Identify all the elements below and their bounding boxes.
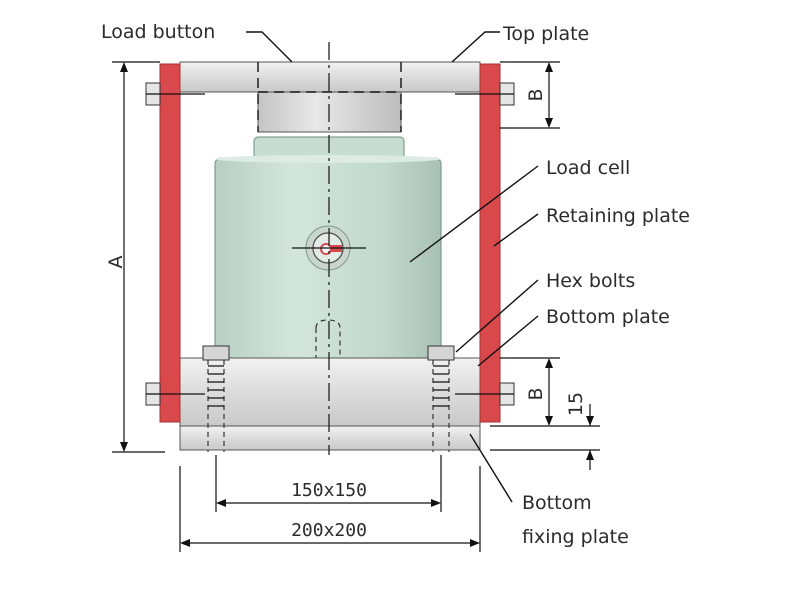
dimension-15 bbox=[490, 404, 600, 470]
side-bolt-top-left bbox=[145, 82, 205, 106]
bottom-fixing-plate bbox=[179, 425, 481, 451]
dimension-a-label: A bbox=[105, 256, 127, 269]
leader-hex-bolts bbox=[455, 279, 539, 353]
hex-bolt-right bbox=[427, 345, 455, 452]
hex-bolt-left bbox=[202, 345, 230, 452]
side-bolt-top-right bbox=[455, 82, 515, 106]
label-bottom-fixing-plate-line2: fixing plate bbox=[522, 526, 629, 548]
leader-retaining-plate bbox=[493, 213, 539, 247]
dimension-150x150 bbox=[215, 455, 442, 512]
side-bolt-bottom-left bbox=[145, 382, 205, 406]
dimension-200x200 bbox=[179, 466, 481, 552]
retaining-plate-left bbox=[159, 63, 181, 423]
bottom-plate bbox=[179, 357, 481, 427]
connector-icon bbox=[292, 225, 366, 271]
leader-top-plate bbox=[451, 31, 500, 63]
leader-bottom-plate bbox=[477, 315, 539, 367]
label-bottom-fixing-plate-line1: Bottom bbox=[522, 492, 592, 514]
label-load-cell: Load cell bbox=[546, 157, 630, 179]
dimension-b-top bbox=[500, 61, 560, 129]
leader-load-cell bbox=[409, 165, 539, 263]
dimension-b-bottom-label: B bbox=[525, 387, 547, 400]
retaining-plate-right bbox=[479, 63, 501, 423]
dimension-200x200-label: 200x200 bbox=[291, 520, 367, 541]
dimension-b-bottom bbox=[490, 357, 600, 427]
dimension-15-label: 15 bbox=[565, 392, 587, 416]
dimension-150x150-label: 150x150 bbox=[291, 480, 367, 501]
label-bottom-plate: Bottom plate bbox=[546, 306, 670, 328]
label-top-plate: Top plate bbox=[502, 23, 589, 45]
label-load-button: Load button bbox=[101, 21, 215, 43]
label-hex-bolts: Hex bolts bbox=[546, 270, 635, 292]
leader-bottom-fixing-plate bbox=[469, 433, 513, 503]
dimension-a bbox=[112, 61, 165, 453]
top-plate bbox=[179, 61, 481, 93]
dimension-b-top-label: B bbox=[525, 88, 547, 101]
side-bolt-bottom-right bbox=[455, 382, 515, 406]
label-retaining-plate: Retaining plate bbox=[546, 205, 690, 227]
leader-load-button bbox=[246, 31, 293, 63]
